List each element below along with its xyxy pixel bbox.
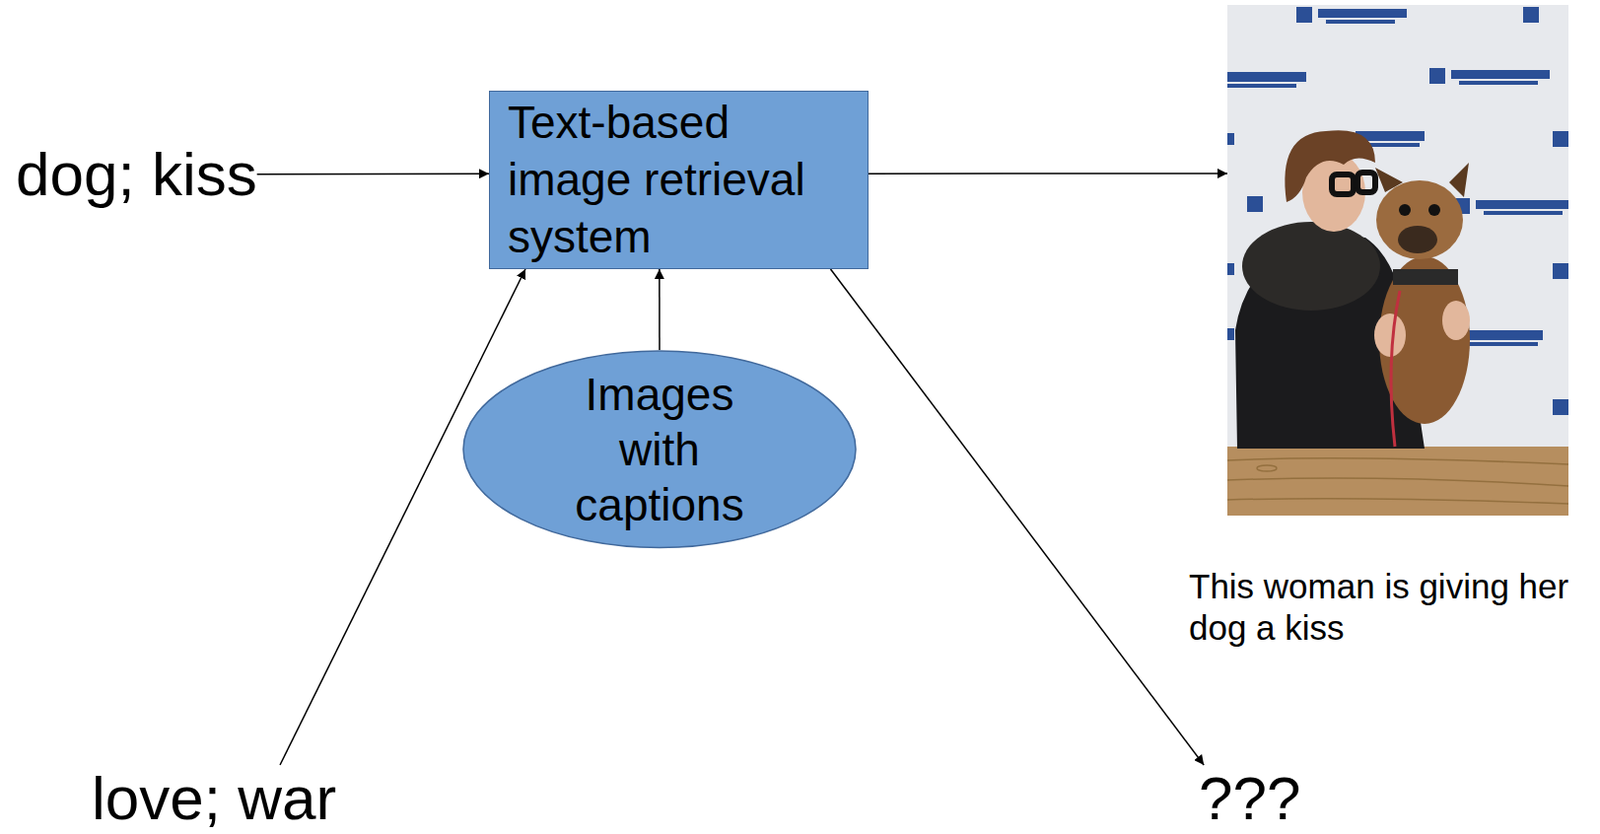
image-caption: This woman is giving her dog a kiss: [1188, 565, 1589, 649]
connector-arrow: [868, 172, 1228, 175]
fur-collar: [1242, 221, 1381, 311]
connector-arrow: [831, 269, 1205, 766]
query-label: ???: [1198, 765, 1301, 833]
ellipse-shape: [463, 350, 856, 549]
result-image: This woman is giving her dog a kiss: [1227, 4, 1569, 516]
connector-arrow: [279, 269, 526, 766]
data-store-ellipse: Images with captions: [462, 349, 857, 550]
dog-muzzle: [1397, 225, 1438, 254]
query-label: dog; kiss: [15, 139, 258, 209]
table-grain: [1227, 458, 1569, 504]
node-label: Text-based image retrieval system: [507, 93, 864, 266]
query-label: love; war: [91, 765, 337, 833]
dog-eye: [1398, 204, 1411, 216]
woman-hair: [1284, 130, 1376, 203]
unknown-result: ???: [1198, 765, 1301, 833]
caption-holder: This woman is giving her dog a kiss: [1188, 565, 1589, 649]
dog-head: [1376, 180, 1463, 260]
woman-hand: [1374, 313, 1406, 357]
woman-hand: [1442, 300, 1470, 341]
node-label: Images with captions: [556, 366, 764, 533]
photo-illustration: [1227, 4, 1569, 516]
connector-arrow: [658, 269, 661, 350]
query-text: love; war: [91, 765, 337, 833]
glasses: [1331, 172, 1376, 195]
wooden-table: [1227, 446, 1569, 516]
red-leash: [1391, 290, 1400, 447]
dog-eye: [1428, 204, 1441, 216]
query-text: dog; kiss: [15, 139, 258, 209]
process-box: Text-based image retrieval system: [488, 90, 869, 270]
dog-harness: [1392, 269, 1459, 285]
connector-arrow: [257, 172, 489, 175]
ellipse-text-holder: Images with captions: [462, 349, 857, 550]
